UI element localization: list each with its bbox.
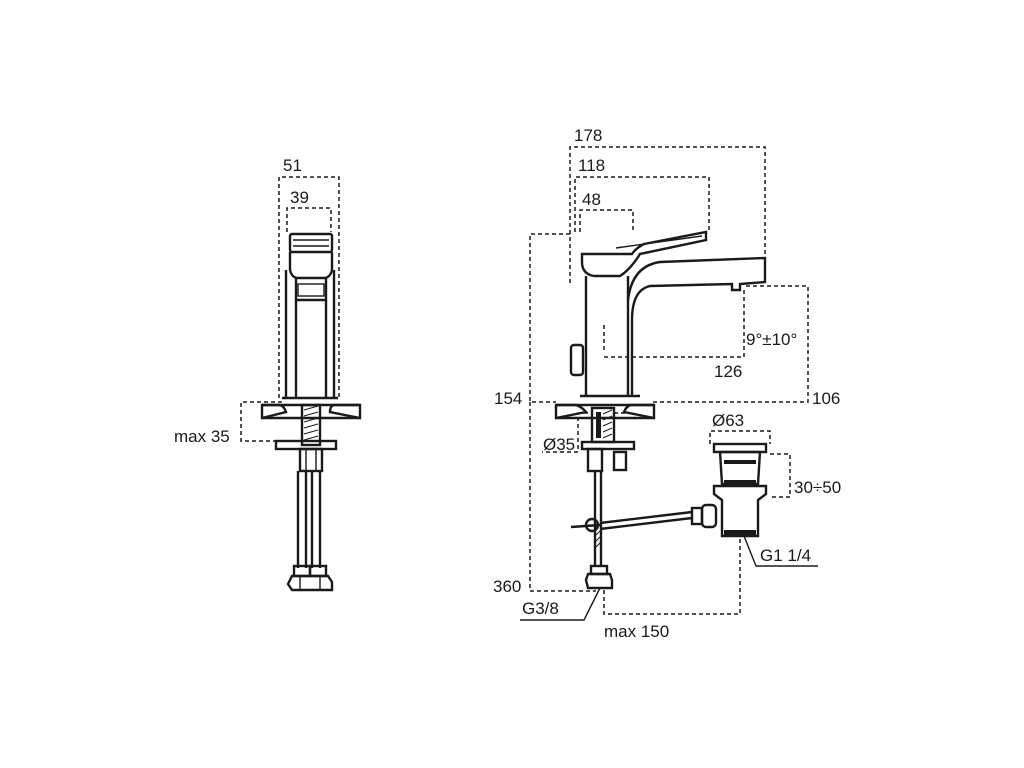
dim-106-label: 106: [812, 389, 840, 408]
dim-118-label: 118: [578, 156, 605, 175]
dim-30-50-label: 30÷50: [794, 478, 841, 497]
dim-51: 51: [278, 156, 340, 398]
dim-118: 118: [574, 156, 710, 232]
dim-106: 106: [652, 285, 840, 408]
dim-178: 178: [569, 126, 766, 283]
dim-diam35-label: Ø35: [543, 435, 575, 454]
dim-30-50: 30÷50: [770, 453, 841, 498]
dim-39-label: 39: [290, 188, 309, 207]
dim-max150-label: max 150: [604, 622, 669, 641]
dim-max35-label: max 35: [174, 427, 230, 446]
dim-diam35: Ø35: [542, 412, 626, 454]
dim-360-label: 360: [493, 577, 521, 596]
front-pop-up-rod: [570, 503, 718, 533]
dim-angle-label: 9°±10°: [746, 330, 797, 349]
front-faucet-body: [569, 230, 767, 398]
dim-g38: G3/8: [520, 587, 601, 621]
dim-360: 360: [493, 402, 596, 596]
front-basin-surface: [554, 403, 656, 420]
dim-48-label: 48: [582, 190, 601, 209]
dim-g38-label: G3/8: [522, 599, 559, 618]
dim-154-label: 154: [494, 389, 522, 408]
dim-126-label: 126: [714, 362, 742, 381]
dim-max35: max 35: [174, 401, 282, 446]
dim-48: 48: [579, 190, 634, 232]
side-mount: [274, 403, 338, 473]
dim-154: 154: [494, 233, 570, 408]
side-faucet-body: [282, 232, 338, 400]
dim-126: 126 9°±10°: [603, 288, 797, 381]
side-basin-surface: [260, 403, 362, 420]
dim-g114: G1 1/4: [743, 535, 818, 567]
dim-178-label: 178: [574, 126, 602, 145]
side-hoses: [286, 471, 334, 592]
front-view: 178 118 48 126 9°±10°: [493, 126, 841, 641]
side-view: 51 39: [174, 156, 362, 592]
dim-max150: max 150: [603, 538, 741, 641]
dim-39: 39: [286, 188, 332, 232]
front-waste-drain: [712, 442, 768, 538]
dim-diam63-label: Ø63: [712, 411, 744, 430]
dim-51-label: 51: [283, 156, 302, 175]
dim-diam63: Ø63: [709, 411, 771, 444]
dim-g114-label: G1 1/4: [760, 546, 811, 565]
